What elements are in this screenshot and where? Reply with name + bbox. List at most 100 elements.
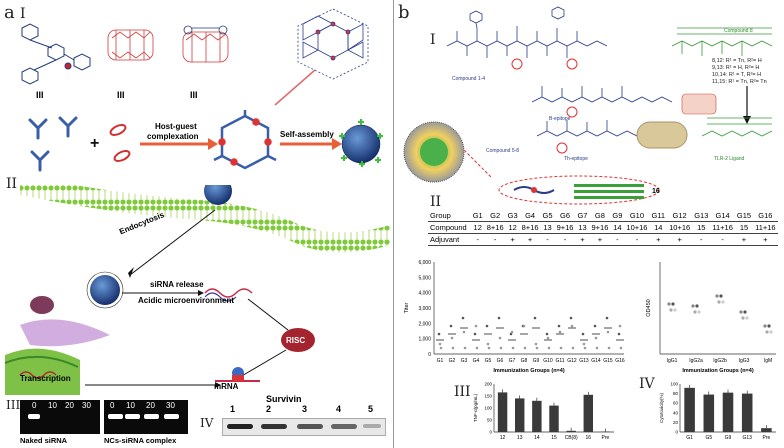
titer-marker — [439, 346, 443, 350]
sugar-unit — [681, 93, 717, 115]
tnf-bar — [515, 398, 525, 432]
host-guest-complex — [182, 25, 229, 63]
tnf-y-tick: 150 — [484, 394, 492, 399]
od-marker — [667, 302, 671, 306]
table-cell: G13 — [692, 210, 711, 222]
table-cell: 8+16 — [484, 221, 506, 234]
cyto-x-tick: G1 — [686, 435, 693, 441]
od-marker — [691, 304, 695, 308]
tnf-y-tick: 100 — [484, 406, 492, 411]
complex-label: NCs-siRNA complex — [104, 436, 177, 445]
panel-b: b I — [393, 0, 784, 448]
gel-band — [28, 414, 40, 419]
titer-marker — [509, 332, 513, 336]
panel-b-section-4: IV — [639, 376, 655, 392]
titer-marker — [618, 324, 622, 328]
od-x-tick: IgG1 — [667, 358, 678, 364]
od-marker — [669, 308, 673, 312]
glycopeptide-structures — [446, 6, 773, 154]
titer-y-tick: 6,000 — [418, 260, 431, 266]
titer-marker — [535, 346, 539, 350]
tnf-x-tick: 12 — [500, 435, 506, 441]
titer-marker — [474, 324, 478, 328]
table-cell: - — [610, 233, 625, 246]
table-cell: G7 — [575, 210, 590, 222]
self-assembly-arrow — [280, 138, 342, 150]
titer-marker — [510, 330, 514, 334]
table-cell: + — [753, 233, 778, 246]
tnf-bar — [583, 394, 593, 432]
table-cell: G9 — [610, 210, 625, 222]
titer-marker — [499, 346, 503, 350]
svg-text:+: + — [90, 135, 99, 152]
titer-marker — [475, 346, 479, 350]
table-cell: 11+16 — [753, 221, 778, 234]
od-x-tick: IgG3 — [739, 358, 750, 364]
titer-x-tick: G11 — [555, 358, 564, 364]
titer-marker — [438, 342, 442, 346]
table-cell: 10+16 — [624, 221, 650, 234]
acidic-label: Acidic microenvironment — [138, 296, 235, 305]
titer-marker — [569, 316, 573, 320]
titer-y-tick: 5,000 — [418, 275, 431, 281]
tnf-y-tick: 50 — [487, 418, 493, 423]
od-y-label: OD450 — [646, 299, 652, 316]
titer-x-tick: G14 — [591, 358, 601, 364]
od-marker — [763, 324, 767, 328]
titer-marker — [558, 330, 562, 334]
cyto-y-tick: 20 — [673, 420, 679, 425]
cell-diagram — [4, 185, 390, 395]
titer-marker — [546, 336, 550, 340]
molecule-label-3: III — [190, 90, 198, 100]
titer-marker — [487, 346, 491, 350]
table-cell: - — [624, 233, 650, 246]
table-cell: 12 — [470, 221, 485, 234]
titer-x-tick: G12 — [567, 358, 577, 364]
panel-b-section-3: III — [454, 384, 471, 400]
titer-x-tick: G1 — [437, 358, 444, 364]
tnf-x-tick: 15 — [551, 435, 557, 441]
od-marker — [739, 310, 743, 314]
table-cell: 13 — [575, 221, 590, 234]
tripod-monomers — [28, 116, 78, 172]
titer-x-tick: G10 — [543, 358, 553, 364]
titer-marker — [533, 316, 537, 320]
titer-marker — [557, 324, 561, 328]
table-cell: G8 — [589, 210, 611, 222]
table-cell: G2 — [484, 210, 506, 222]
titer-x-tick: G6 — [497, 358, 504, 364]
western-blot — [222, 418, 386, 436]
cyto-y-tick: 100 — [670, 382, 678, 387]
titer-marker — [605, 316, 609, 320]
peptide-chain-1 — [446, 6, 608, 58]
od-marker — [745, 316, 749, 320]
table-cell: 15 — [692, 221, 711, 234]
titer-marker — [449, 324, 453, 328]
self-assembly-label: Self-assembly — [280, 130, 334, 139]
sirna-release-label: siRNA release — [150, 280, 204, 289]
nanoparticle-sphere — [339, 119, 383, 167]
od-x-label: Immunization Groups (n=4) — [682, 368, 754, 374]
tnf-y-tick: 200 — [484, 382, 492, 387]
tlr2-ligand-structure — [671, 27, 773, 56]
mrna-label: mRNA — [214, 382, 239, 391]
nanoparticle-membrane — [204, 185, 232, 205]
host-guest-line1: Host-guest — [155, 122, 197, 131]
titer-marker — [463, 346, 467, 350]
table-cell: G4 — [519, 210, 541, 222]
cyto-bar — [722, 392, 734, 432]
panel-a-section-1: I — [20, 6, 26, 22]
titer-y-tick: 3,000 — [418, 306, 431, 312]
titer-marker — [437, 332, 441, 336]
table-row-header: Compound — [428, 221, 471, 234]
titer-marker — [583, 346, 587, 350]
od-marker — [695, 304, 699, 308]
table-cell: 10+16 — [667, 221, 693, 234]
table-cell: 14 — [649, 221, 668, 234]
risc-label: RISC — [286, 336, 306, 345]
od-marker — [719, 294, 723, 298]
table-row-header: Adjuvant — [428, 233, 471, 246]
